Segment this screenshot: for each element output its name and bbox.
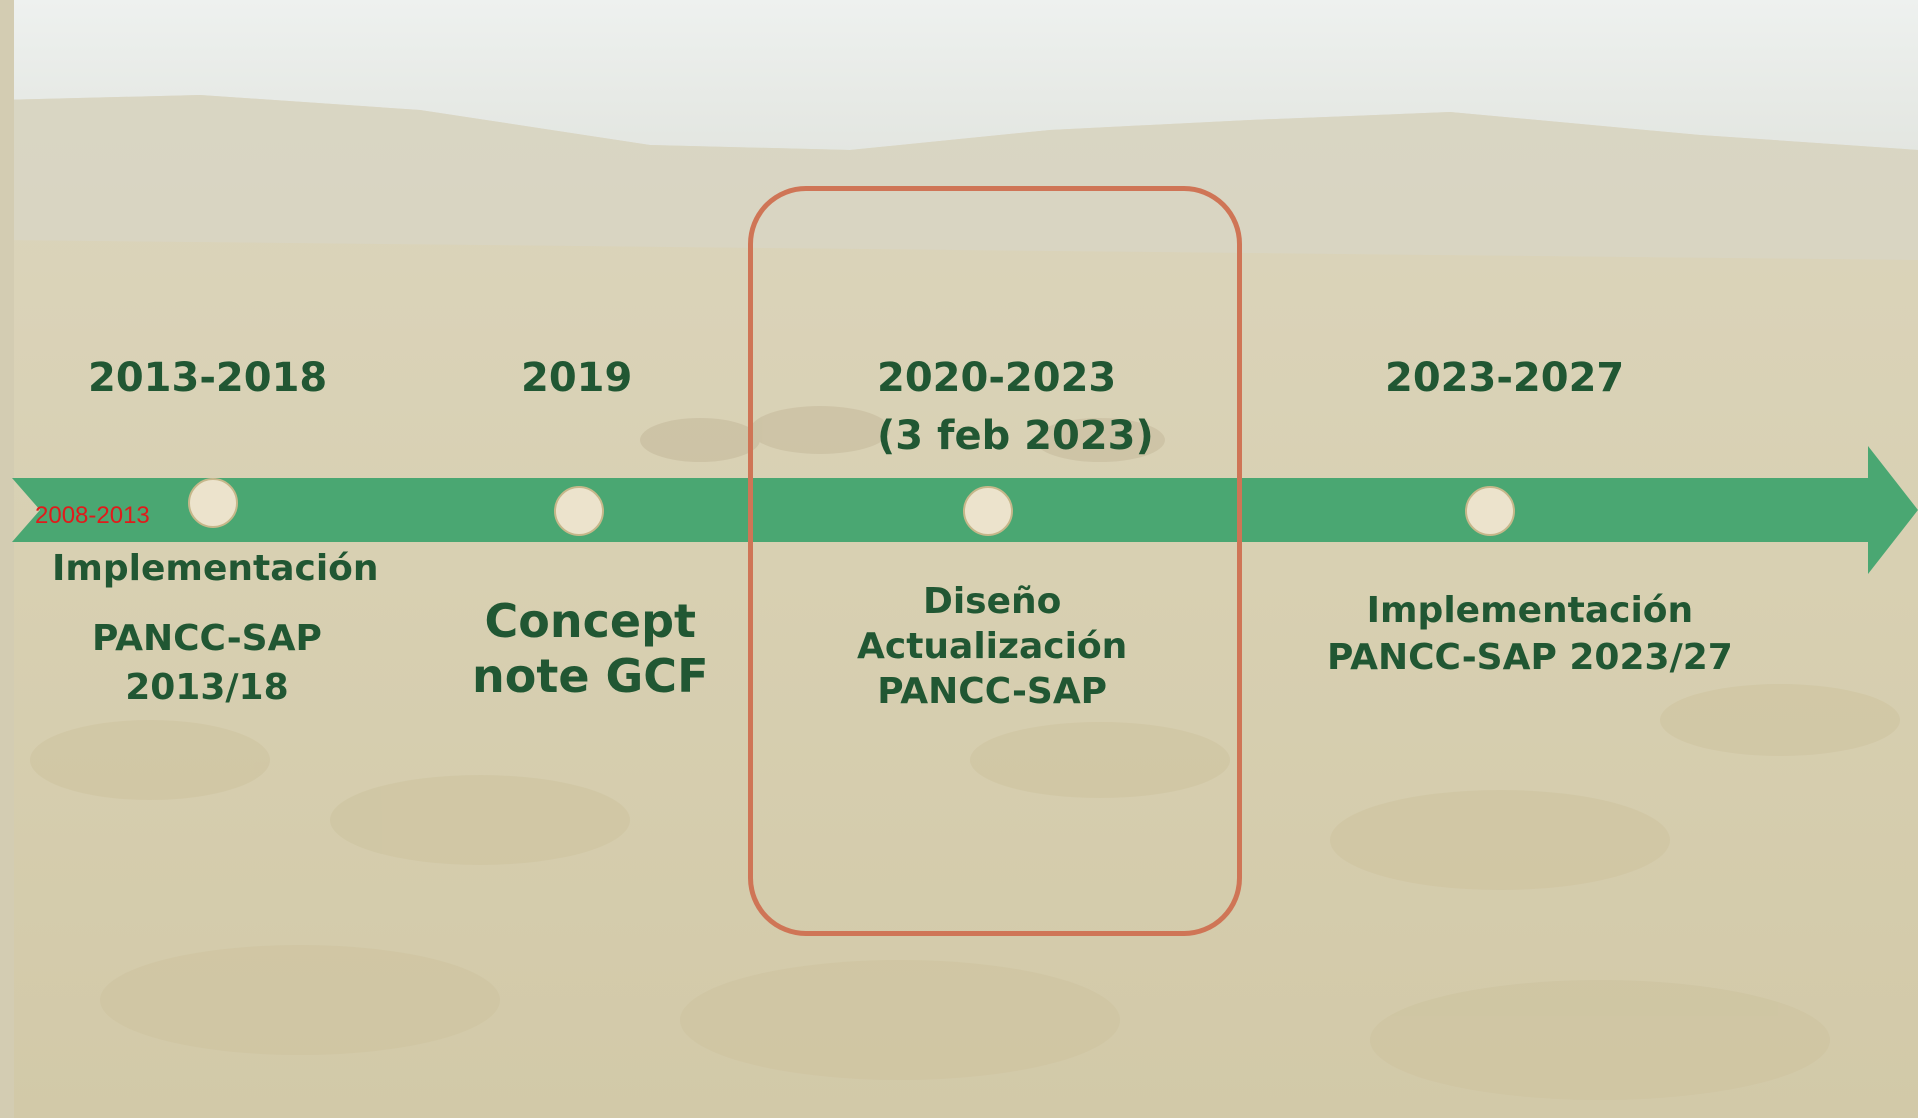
milestone-2-body: Concept note GCF	[472, 594, 709, 704]
milestone-4-years: 2023-2027	[1385, 355, 1625, 401]
pre-period-label: 2008-2013	[35, 502, 150, 529]
milestone-3-body: Diseño Actualización PANCC-SAP	[857, 581, 1128, 712]
milestone-2-years: 2019	[521, 355, 633, 401]
milestone-3-subyears: (3 feb 2023)	[877, 413, 1154, 459]
timeline-node-1	[188, 478, 238, 528]
milestone-1-years: 2013-2018	[88, 355, 328, 401]
milestone-1-title: Implementación	[52, 548, 379, 589]
milestone-3-years: 2020-2023	[877, 355, 1117, 401]
highlight-box	[748, 186, 1242, 936]
timeline-node-4	[1465, 486, 1515, 536]
timeline-node-3	[963, 486, 1013, 536]
milestone-1-body: PANCC-SAP 2013/18	[92, 618, 322, 708]
milestone-4-body: Implementación PANCC-SAP 2023/27	[1327, 590, 1733, 678]
timeline-node-2	[554, 486, 604, 536]
